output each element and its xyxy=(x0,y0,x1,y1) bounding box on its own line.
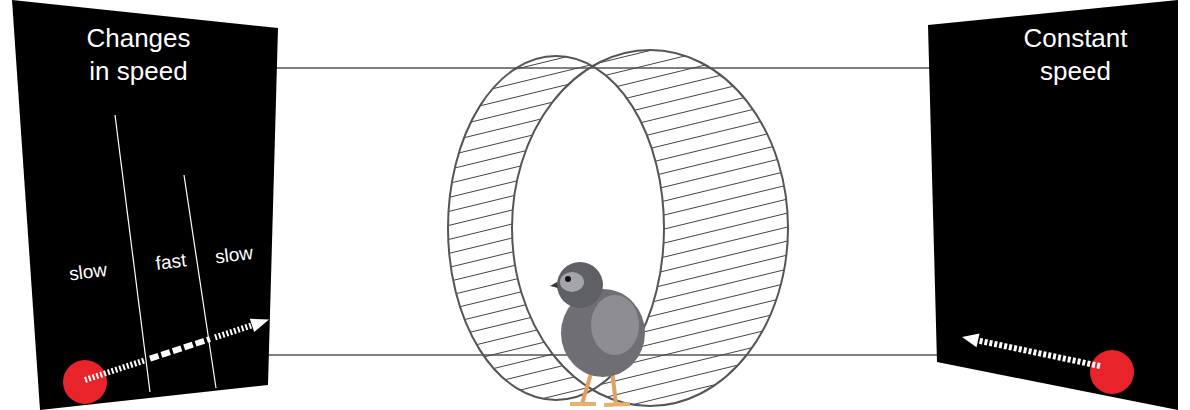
hatch-line xyxy=(430,14,800,104)
hatch-line xyxy=(430,0,800,62)
speed-panel: Changes in speed slow fast slow xyxy=(10,0,282,410)
fast-dashes xyxy=(150,339,210,359)
hatch-line xyxy=(430,182,800,272)
speed-label: fast xyxy=(154,248,187,275)
chick-leg xyxy=(582,370,592,404)
band-divider xyxy=(115,115,150,392)
hatch-line xyxy=(430,140,800,230)
constant-dashes xyxy=(978,341,1100,367)
hatch-line xyxy=(430,28,800,118)
hatch-line xyxy=(430,196,800,286)
chick-head xyxy=(557,262,603,308)
chick-face xyxy=(560,272,584,292)
arrow-head xyxy=(250,319,269,332)
hatch-line xyxy=(430,98,800,188)
speed-label: slow xyxy=(68,258,109,286)
panel-fill xyxy=(928,0,1178,410)
hatch-line xyxy=(430,112,800,202)
hatch-line xyxy=(430,56,800,146)
red-dot xyxy=(1090,350,1134,394)
chick-beak xyxy=(550,282,558,288)
panel-title: Changes in speed xyxy=(76,22,201,87)
wheel-hatching xyxy=(430,0,800,410)
chick-figure xyxy=(550,262,645,405)
speed-label: slow xyxy=(214,241,255,269)
speed-panel: Constant speed xyxy=(928,0,1180,410)
room-line xyxy=(270,67,935,69)
arrow-head xyxy=(962,334,980,348)
panel-fill xyxy=(12,0,278,410)
hatch-line xyxy=(430,0,800,34)
wheel-front-rim xyxy=(512,50,788,406)
red-dot xyxy=(63,360,107,404)
hatch-line xyxy=(430,126,800,216)
chick-wing xyxy=(591,295,639,355)
chick-foot xyxy=(570,404,630,405)
hatch-line xyxy=(430,0,800,76)
hatch-line xyxy=(430,0,800,90)
hatch-line xyxy=(430,0,800,48)
wheel-back-rim xyxy=(448,56,664,400)
slow-dashes xyxy=(215,325,252,337)
hatch-line xyxy=(430,154,800,244)
panel-title: Constant speed xyxy=(1013,22,1138,87)
hatch-line xyxy=(430,168,800,258)
slow-dashes xyxy=(85,360,145,380)
hatch-line xyxy=(430,0,800,20)
hatch-line xyxy=(430,266,800,356)
band-divider xyxy=(184,175,216,388)
chick-eye xyxy=(565,276,571,282)
hatch-line xyxy=(430,210,800,300)
